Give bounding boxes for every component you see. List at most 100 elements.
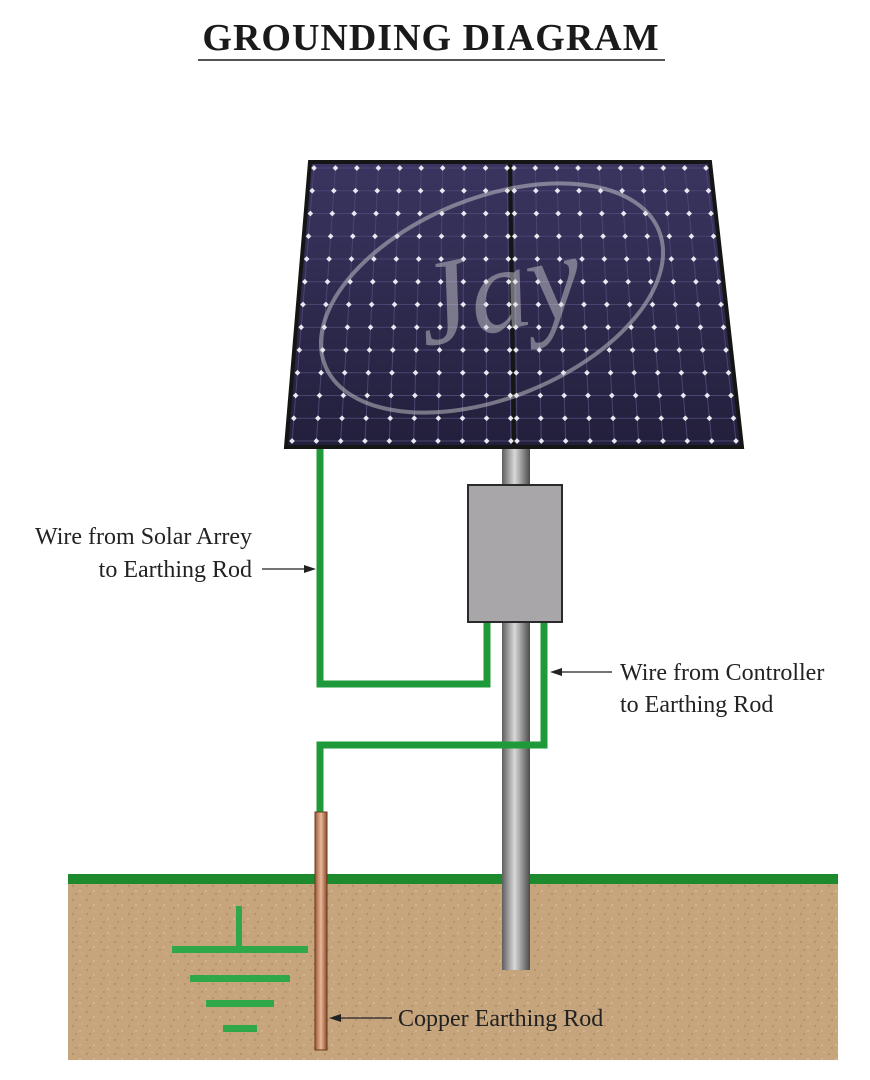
panel-cell-dot (718, 301, 724, 308)
wire-controller (316, 622, 548, 815)
panel-cell-dot (674, 324, 681, 331)
panel-cell-dot (512, 256, 518, 262)
leader-controller-wire (550, 668, 612, 676)
wires (316, 448, 548, 815)
panel-cell-dot (534, 233, 540, 240)
panel-cell-dot (556, 233, 562, 240)
panel-cell-dot (604, 301, 610, 308)
panel-cell-dot (681, 165, 688, 171)
panel-cell-dot (303, 256, 310, 262)
panel-cell-dot (585, 392, 591, 399)
panel-cell-dot (600, 233, 606, 240)
panel-cell-dot (296, 347, 303, 353)
panel-cell-dot (708, 438, 715, 444)
panel-cell-dot (331, 187, 337, 194)
panel-cell-dot (670, 278, 677, 285)
panel-cell-dot (617, 165, 624, 171)
panel-cell-dot (483, 392, 490, 399)
panel-cell-dot (611, 438, 618, 444)
panel-cell-dot (436, 369, 442, 376)
panel-cell-dot (651, 324, 658, 331)
page-title: GROUNDING DIAGRAM (202, 17, 659, 59)
panel-cell-dot (606, 347, 613, 353)
panel-cell-dot (387, 415, 394, 422)
panel-cell-dot (582, 324, 588, 331)
panel-cell-dot (363, 415, 369, 422)
leader-solar-wire (262, 565, 316, 573)
panel-cell-dot (660, 165, 667, 171)
panel-cell-dot (605, 324, 611, 331)
panel-cell-dot (292, 392, 299, 399)
panel-cell-dot (583, 347, 589, 353)
panel-cell-dot (576, 187, 582, 194)
panel-cell-dot (460, 210, 467, 217)
panel-cell-dot (461, 165, 467, 171)
panel-cell-dot (690, 256, 697, 262)
panel-cell-dot (507, 392, 514, 399)
panel-cell-dot (307, 210, 314, 217)
panel-cell-dot (373, 210, 379, 217)
panel-cell-dot (625, 278, 631, 285)
panel-cell-dot (660, 438, 666, 444)
panel-cell-dot (412, 369, 419, 376)
panel-cell-dot (389, 347, 396, 353)
panel-cell-dot (556, 256, 563, 262)
panel-cell-dot (664, 210, 671, 217)
panel-cell-dot (559, 324, 565, 331)
panel-cell-dot (341, 369, 348, 376)
panel-cell-dot (693, 278, 699, 285)
panel-cell-dot (437, 324, 443, 331)
panel-cell-dot (575, 165, 581, 171)
panel-cell-dot (512, 324, 519, 331)
panel-cell-dot (369, 278, 376, 285)
panel-cell-dot (511, 165, 517, 171)
panel-cell-dot (289, 438, 295, 444)
panel-cell-dot (436, 347, 443, 353)
panel-cell-dot (483, 415, 490, 422)
panel-cell-dot (658, 415, 665, 422)
panel-cell-dot (460, 256, 467, 262)
panel-cell-dot (415, 278, 421, 285)
panel-cell-dot (676, 347, 683, 353)
panel-cell-dot (435, 392, 442, 399)
panel-cell-dot (596, 165, 603, 171)
grass-line (68, 874, 838, 884)
panel-cell-dot (459, 369, 466, 376)
panel-cell-dot (578, 233, 584, 240)
panel-cell-dot (647, 278, 654, 285)
panel-cell-dot (537, 392, 544, 399)
panel-cell-dot (511, 187, 518, 194)
earth-ground-icon (172, 906, 308, 1032)
panel-cell-dot (536, 347, 543, 353)
panel-cell-dot (688, 233, 695, 240)
panel-cell-dot (558, 301, 564, 308)
panel-cell-dot (437, 278, 444, 285)
panel-cell-dot (389, 369, 395, 376)
panel-cell-dot (535, 301, 542, 308)
panel-cell-dot (319, 347, 326, 353)
panel-cell-dot (554, 187, 561, 194)
panel-cell-dot (417, 187, 424, 194)
panel-cell-dot (706, 415, 713, 422)
solar-panel: Jay (283, 160, 745, 449)
panel-cell-dot (632, 392, 639, 399)
panel-cell-dot (513, 415, 520, 422)
panel-cell-dot (412, 392, 418, 399)
panel-cell-dot (715, 278, 722, 285)
label-copper-rod: Copper Earthing Rod (398, 1006, 603, 1032)
panel-cell-dot (483, 256, 489, 262)
panel-cell-dot (720, 324, 727, 331)
panel-cell-dot (538, 415, 544, 422)
panel-cell-dot (628, 324, 634, 331)
panel-cell-dot (702, 369, 708, 376)
panel-cell-dot (416, 233, 423, 240)
panel-cell-dot (512, 301, 519, 308)
panel-cell-dot (347, 278, 353, 285)
panel-cell-dot (323, 301, 329, 308)
panel-cell-dot (352, 187, 359, 194)
panel-cell-dot (580, 278, 586, 285)
panel-cell-dot (640, 187, 647, 194)
panel-cell-dot (507, 369, 513, 376)
panel-cell-dot (439, 210, 445, 217)
